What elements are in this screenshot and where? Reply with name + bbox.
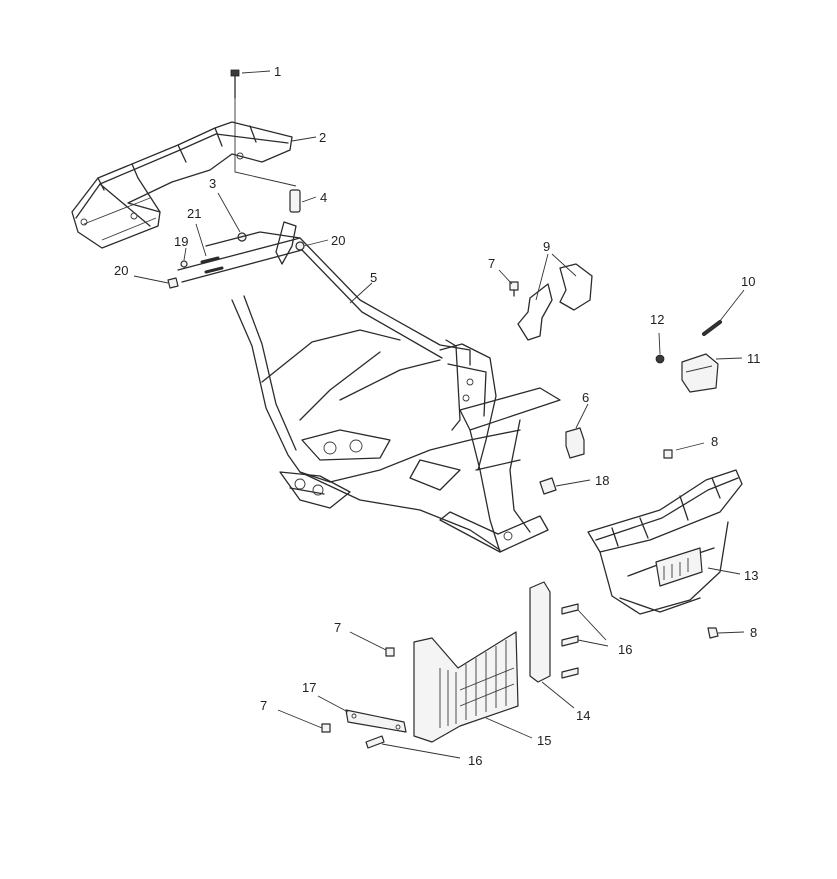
callout-1: 1 [274, 64, 281, 79]
part-18-bushing [539, 477, 557, 495]
callout-7-upper: 7 [488, 256, 495, 271]
callout-13: 13 [744, 568, 758, 583]
callout-17: 17 [302, 680, 316, 695]
callout-3: 3 [209, 176, 216, 191]
callout-20-right: 20 [331, 233, 345, 248]
part-20-nut-b [167, 277, 179, 289]
callout-20-left: 20 [114, 263, 128, 278]
callout-19: 19 [174, 234, 188, 249]
part-20-nut-a [295, 241, 305, 251]
part-7-screw-c [321, 723, 331, 733]
part-14-side-panel [529, 581, 551, 683]
part-15-grille-panel [413, 631, 519, 743]
callout-2: 2 [319, 130, 326, 145]
callout-8-lower: 8 [750, 625, 757, 640]
part-4-spacer [289, 189, 301, 213]
part-8-bolt-a [663, 449, 673, 459]
part-6-block [565, 427, 585, 459]
callout-7-middle: 7 [334, 620, 341, 635]
callout-12: 12 [650, 312, 664, 327]
part-19-washer [180, 260, 188, 268]
part-1-bolt [230, 69, 240, 99]
part-11-light [681, 353, 719, 393]
callout-16-upper: 16 [618, 642, 632, 657]
callout-21: 21 [187, 206, 201, 221]
callout-labels: 1 2 3 4 5 6 7 7 7 8 8 9 10 11 12 13 14 1… [114, 64, 761, 768]
callout-15: 15 [537, 733, 551, 748]
callout-9: 9 [543, 239, 550, 254]
part-2-rear-rack [71, 121, 293, 249]
part-12-nut [655, 354, 665, 364]
part-16-pins-a [561, 603, 579, 679]
part-17-strap [345, 709, 407, 733]
callout-7-lower: 7 [260, 698, 267, 713]
callout-8-upper: 8 [711, 434, 718, 449]
callout-16-lower: 16 [468, 753, 482, 768]
callout-11: 11 [747, 351, 761, 366]
part-7-screw-a [509, 281, 519, 297]
callout-18: 18 [595, 473, 609, 488]
part-7-screw-b [385, 647, 395, 657]
part-8-bolt-b [707, 627, 719, 639]
callout-6: 6 [582, 390, 589, 405]
part-5-main-frame [177, 221, 561, 553]
part-9-brackets [517, 263, 593, 341]
callout-14: 14 [576, 708, 590, 723]
leader-lines [133, 70, 745, 759]
callout-10: 10 [741, 274, 755, 289]
part-16-pin-b [365, 735, 385, 749]
callout-4: 4 [320, 190, 327, 205]
part-21-pins [200, 256, 224, 274]
part-13-front-rack [587, 469, 743, 615]
callout-5: 5 [370, 270, 377, 285]
